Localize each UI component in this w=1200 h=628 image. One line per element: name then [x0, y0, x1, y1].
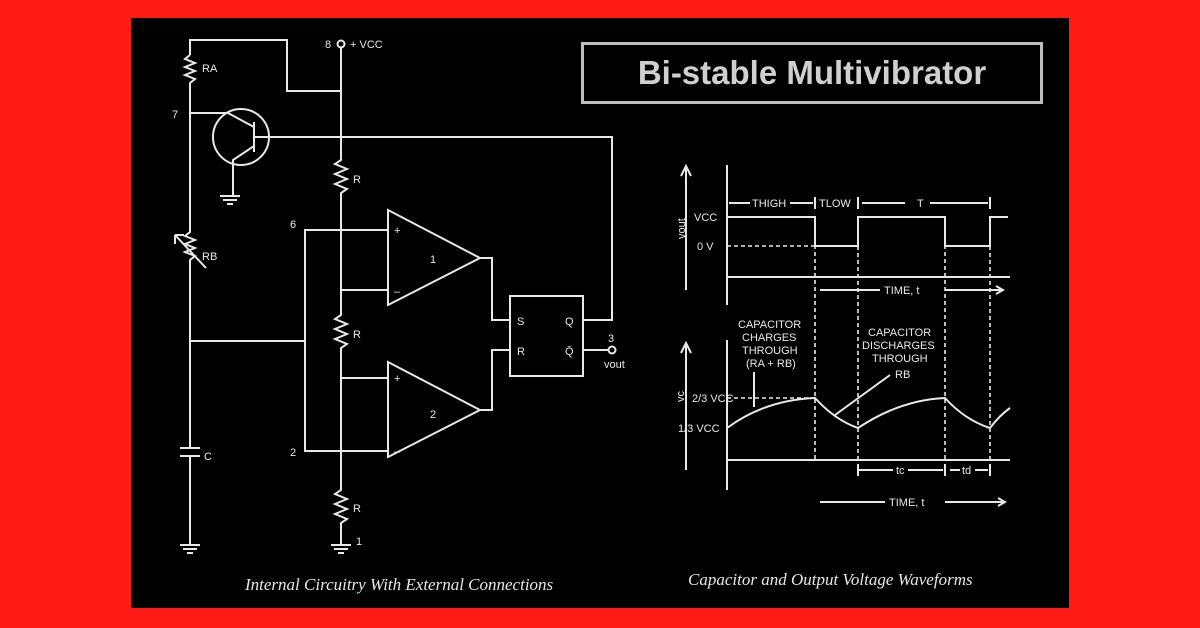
- two-thirds-label: 2/3 VCC: [692, 393, 734, 405]
- comparator-1-label: 1: [430, 254, 436, 266]
- comparator-2-label: 2: [430, 409, 436, 421]
- thigh-label: THIGH: [752, 198, 786, 210]
- pin-7-label: 7: [172, 109, 178, 121]
- ground-symbol: [180, 195, 351, 554]
- left-branch: [180, 54, 200, 545]
- td-label: td: [962, 465, 971, 477]
- vout-label: vout: [604, 359, 625, 371]
- title: Bi-stable Multivibrator: [637, 54, 987, 91]
- plus-sign: +: [394, 373, 400, 385]
- wire-top: [189, 39, 341, 92]
- main-rail: [332, 48, 350, 545]
- capacitor-axes: [680, 340, 1010, 490]
- output-terminal: [607, 345, 617, 355]
- pin-1-label: 1: [356, 536, 362, 548]
- zero-level-label: 0 V: [697, 241, 714, 253]
- threshold-wires: [190, 229, 388, 452]
- annotation-text: CHARGES: [742, 332, 796, 344]
- annotation-text: CAPACITOR: [868, 327, 931, 339]
- qbar-output-label: Q̄: [565, 345, 574, 358]
- charge-annotation: CAPACITOR CHARGES THROUGH (RA + RB): [738, 319, 801, 407]
- waveform-caption: Capacitor and Output Voltage Waveforms: [688, 570, 973, 589]
- vcc-label: + VCC: [350, 39, 383, 51]
- output-waveform: [727, 216, 1008, 247]
- discharge-annotation: CAPACITOR DISCHARGES THROUGH RB: [834, 327, 935, 416]
- title-box: Bi-stable Multivibrator: [581, 42, 1043, 104]
- comparator-2: [387, 360, 483, 459]
- comparator-outputs: [480, 257, 608, 411]
- pin-2-label: 2: [290, 447, 296, 459]
- pin-6-label: 6: [290, 219, 296, 231]
- q-output-label: Q: [565, 316, 574, 328]
- annotation-text: (RA + RB): [746, 358, 796, 370]
- r2-label: R: [353, 329, 361, 341]
- time-label-1: TIME, t: [884, 285, 919, 297]
- discharge-pointer: [834, 374, 891, 416]
- circuit-caption: Internal Circuitry With External Connect…: [244, 575, 554, 594]
- one-third-label: 1/3 VCC: [678, 423, 720, 435]
- sr-flipflop: [509, 295, 584, 377]
- output-axes: [680, 163, 1010, 305]
- ra-label: RA: [202, 63, 218, 75]
- tc-td-markers: [857, 464, 991, 476]
- annotation-text: THROUGH: [742, 345, 798, 357]
- r-input-label: R: [517, 346, 525, 358]
- transistor-leads: [190, 112, 613, 321]
- time-label-2: TIME, t: [889, 497, 924, 509]
- minus-sign: –: [394, 286, 401, 298]
- waveforms: vout VCC 0 V THIGH TLOW T TIME, t vc 2/3…: [675, 163, 1011, 589]
- capacitor-waveform: [726, 396, 1011, 430]
- tc-label: tc: [896, 465, 905, 477]
- annotation-text: CAPACITOR: [738, 319, 801, 331]
- schematic: 8 + VCC R R R 1 RA RB C 7 6 2 + – + – 1 …: [172, 39, 625, 594]
- pin-8-label: 8: [325, 39, 331, 51]
- annotation-text: DISCHARGES: [862, 340, 935, 352]
- vcc-terminal: [336, 39, 346, 49]
- rb-label: RB: [202, 251, 217, 263]
- c-label: C: [204, 451, 212, 463]
- annotation-text: RB: [895, 369, 910, 381]
- tlow-label: TLOW: [819, 198, 851, 210]
- time-arrow-1: [820, 285, 1006, 295]
- pin-3-label: 3: [608, 333, 614, 345]
- comparator-1: [387, 208, 483, 307]
- r1-label: R: [353, 174, 361, 186]
- vc-axis-label: vc: [675, 391, 687, 403]
- dashed-guides: [727, 217, 991, 460]
- vcc-level-label: VCC: [694, 212, 717, 224]
- vout-axis-label: vout: [676, 218, 688, 239]
- period-markers: [729, 197, 991, 209]
- r3-label: R: [353, 503, 361, 515]
- s-input-label: S: [517, 316, 524, 328]
- minus-sign: –: [394, 446, 401, 458]
- diagram-panel: [131, 18, 1069, 608]
- annotation-text: THROUGH: [872, 353, 928, 365]
- period-label: T: [917, 198, 924, 210]
- plus-sign: +: [394, 225, 400, 237]
- time-arrow-2: [820, 497, 1008, 507]
- rb-arrow: [174, 234, 207, 269]
